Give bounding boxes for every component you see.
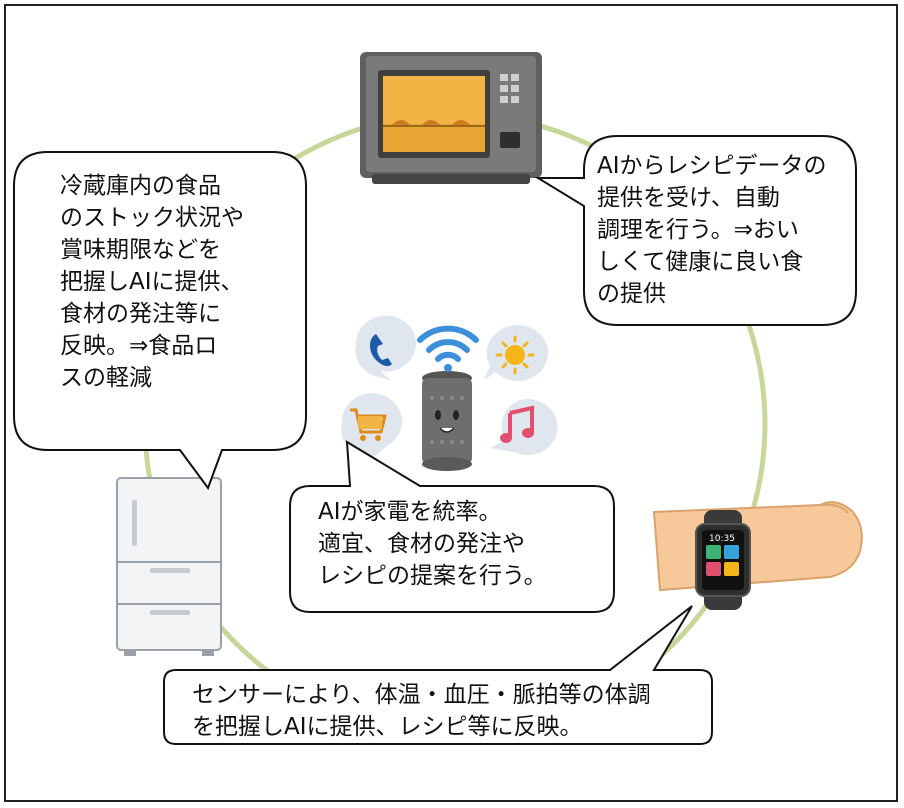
oven-callout-text: AIからレシピデータの 提供を受け、自動 調理を行う。⇒おい しくて健康に良い食… xyxy=(597,153,827,307)
oven-callout-bubble xyxy=(534,135,857,326)
hub-callout-text: AIが家電を統率。 適宜、食材の発注や レシピの提案を行う。 xyxy=(318,499,547,589)
watch-time-label: 10:35 xyxy=(709,534,735,544)
watch-callout-bubble xyxy=(163,605,713,745)
wifi-icon xyxy=(417,325,479,372)
oven-illustration xyxy=(360,52,542,184)
sun-icon xyxy=(484,324,549,381)
fridge-callout-text: 冷蔵庫内の食品 のストック状況や 賞味期限などを 把握しAIに提供、 食材の発注… xyxy=(60,173,244,391)
phone-icon xyxy=(355,315,416,381)
watch-callout-text: センサーにより、体温・血圧・脈拍等の体調 を把握しAIに提供、レシピ等に反映。 xyxy=(192,682,651,740)
hub-callout-bubble xyxy=(289,440,615,613)
smart-speaker-illustration xyxy=(422,371,472,471)
fridge-illustration xyxy=(116,477,222,656)
fridge-callout-bubble xyxy=(13,151,307,491)
music-note-icon xyxy=(490,399,558,456)
smartwatch-illustration xyxy=(652,501,863,610)
shopping-cart-icon xyxy=(341,393,402,458)
